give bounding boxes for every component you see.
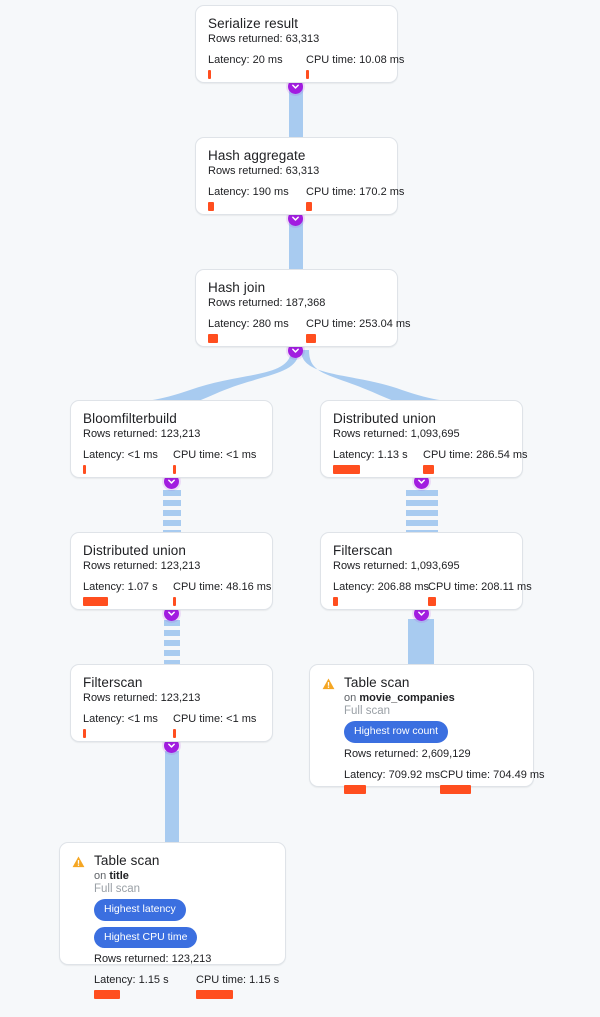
cpu-bar: [306, 202, 312, 211]
latency-bar: [83, 465, 86, 474]
node-latency-label: Latency: 20 ms: [208, 54, 283, 66]
node-table-reference: on movie_companies: [344, 692, 521, 704]
plan-node-bloomfilterbuild[interactable]: Bloomfilterbuild Rows returned: 123,213 …: [70, 400, 273, 478]
node-cpu-label: CPU time: 48.16 ms: [173, 581, 272, 593]
node-latency-label: Latency: <1 ms: [83, 713, 158, 725]
node-rows-returned: Rows returned: 123,213: [83, 692, 201, 704]
node-latency-label: Latency: 1.07 s: [83, 581, 158, 593]
latency-bar: [333, 465, 360, 474]
cpu-bar: [306, 334, 316, 343]
node-title: Filterscan: [333, 543, 393, 558]
node-cpu-label: CPU time: 286.54 ms: [423, 449, 528, 461]
cpu-bar: [173, 597, 176, 606]
node-title: Table scan: [344, 675, 410, 690]
node-rows-returned: Rows returned: 123,213: [83, 560, 201, 572]
cpu-bar: [196, 990, 233, 999]
plan-node-hash-join[interactable]: Hash join Rows returned: 187,368 Latency…: [195, 269, 411, 347]
node-cpu-label: CPU time: 704.49 ms: [440, 768, 545, 781]
node-latency-label: Latency: 1.15 s: [94, 974, 169, 986]
node-rows-returned: Rows returned: 2,609,129: [344, 747, 471, 760]
node-title: Serialize result: [208, 16, 299, 31]
node-cpu-label: CPU time: <1 ms: [173, 713, 257, 725]
on-prefix: on: [94, 870, 107, 882]
cpu-bar: [173, 729, 176, 738]
node-rows-returned: Rows returned: 123,213: [94, 953, 212, 965]
edge-filterscan-to-tablescan-title: [165, 751, 179, 849]
on-prefix: on: [344, 692, 357, 704]
node-latency-label: Latency: 280 ms: [208, 318, 289, 330]
node-scan-type: Full scan: [94, 883, 141, 895]
node-latency-label: Latency: 206.88 ms: [333, 581, 430, 593]
node-cpu-label: CPU time: 253.04 ms: [306, 318, 411, 330]
node-rows-returned: Rows returned: 1,093,695: [333, 428, 460, 440]
latency-bar: [83, 729, 86, 738]
node-cpu-label: CPU time: 1.15 s: [196, 974, 280, 986]
plan-node-filterscan-right[interactable]: Filterscan Rows returned: 1,093,695 Late…: [320, 532, 532, 610]
plan-node-table-scan-movie-companies[interactable]: Table scan on movie_companies Full scan …: [309, 664, 545, 794]
edge-serialize-to-hashaggregate: [289, 86, 303, 140]
node-cpu-label: CPU time: 208.11 ms: [428, 581, 532, 593]
plan-node-distributed-union-right[interactable]: Distributed union Rows returned: 1,093,6…: [320, 400, 528, 478]
plan-node-table-scan-title[interactable]: Table scan on title Full scan Highest la…: [59, 842, 286, 999]
table-name: movie_companies: [359, 692, 455, 704]
node-rows-returned: Rows returned: 187,368: [208, 297, 326, 309]
plan-node-distributed-union-left[interactable]: Distributed union Rows returned: 123,213…: [70, 532, 273, 610]
node-table-reference: on title: [94, 870, 273, 882]
node-cpu-label: CPU time: 170.2 ms: [306, 186, 405, 198]
node-title: Hash aggregate: [208, 148, 306, 163]
latency-bar: [333, 597, 338, 606]
node-latency-label: Latency: 1.13 s: [333, 449, 408, 461]
latency-bar: [208, 334, 218, 343]
warning-triangle-icon: [322, 678, 335, 690]
node-latency-label: Latency: 190 ms: [208, 186, 289, 198]
latency-bar: [344, 784, 366, 794]
plan-node-hash-aggregate[interactable]: Hash aggregate Rows returned: 63,313 Lat…: [195, 137, 404, 215]
latency-bar: [94, 990, 120, 999]
node-rows-returned: Rows returned: 1,093,695: [333, 560, 460, 572]
node-cpu-label: CPU time: <1 ms: [173, 449, 257, 461]
node-title: Distributed union: [333, 411, 437, 426]
node-rows-returned: Rows returned: 123,213: [83, 428, 201, 440]
table-name: title: [109, 870, 129, 882]
cpu-bar: [173, 465, 176, 474]
node-scan-type: Full scan: [344, 705, 391, 717]
node-badges: Highest row count: [344, 721, 521, 743]
warning-triangle-icon: [72, 856, 85, 868]
node-title: Hash join: [208, 280, 266, 295]
node-title: Bloomfilterbuild: [83, 411, 177, 426]
node-title: Filterscan: [83, 675, 143, 690]
plan-node-serialize-result[interactable]: Serialize result Rows returned: 63,313 L…: [195, 5, 404, 83]
node-rows-returned: Rows returned: 63,313: [208, 165, 320, 177]
node-rows-returned: Rows returned: 63,313: [208, 33, 320, 45]
node-cpu-label: CPU time: 10.08 ms: [306, 54, 405, 66]
node-latency-label: Latency: 709.92 ms: [344, 768, 441, 781]
status-badge-highest-latency[interactable]: Highest latency: [94, 899, 186, 921]
latency-bar: [208, 70, 211, 79]
status-badge-highest-row-count[interactable]: Highest row count: [344, 721, 449, 743]
node-latency-label: Latency: <1 ms: [83, 449, 158, 461]
latency-bar: [83, 597, 108, 606]
edge-hashaggregate-to-hashjoin: [289, 218, 303, 272]
plan-node-filterscan-left[interactable]: Filterscan Rows returned: 123,213 Latenc…: [70, 664, 273, 742]
status-badge-highest-cpu-time[interactable]: Highest CPU time: [94, 926, 198, 948]
cpu-bar: [423, 465, 434, 474]
node-title: Distributed union: [83, 543, 187, 558]
node-badges: Highest latency Highest CPU time: [94, 899, 273, 948]
cpu-bar: [428, 597, 436, 606]
latency-bar: [208, 202, 214, 211]
cpu-bar: [306, 70, 309, 79]
cpu-bar: [440, 784, 471, 794]
node-title: Table scan: [94, 853, 160, 868]
